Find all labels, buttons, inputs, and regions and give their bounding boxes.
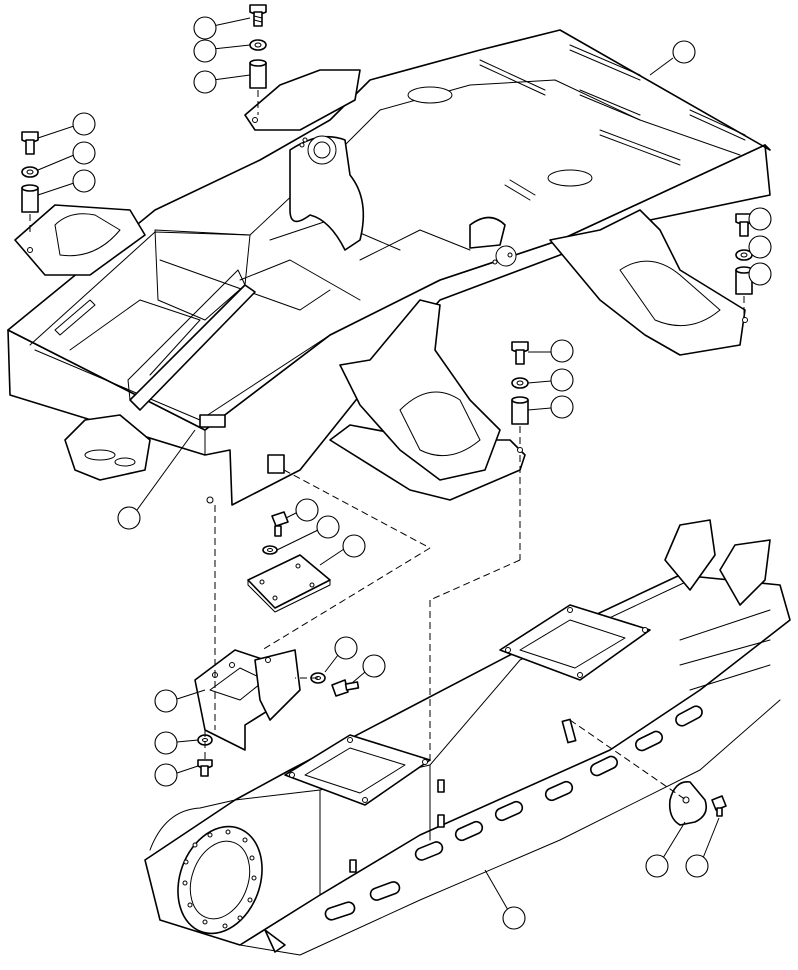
bolt-icon — [249, 4, 267, 27]
spacer-icon — [249, 59, 267, 89]
callout-bubble[interactable] — [645, 854, 669, 878]
track-frame — [144, 519, 791, 956]
bolt-icon — [197, 759, 213, 777]
callout-bubble[interactable] — [72, 169, 96, 193]
callout-bubble[interactable] — [748, 235, 772, 259]
callouts — [37, 16, 772, 930]
callout-bubble[interactable] — [550, 368, 574, 392]
callout-bubble[interactable] — [502, 906, 526, 930]
bolt-icon — [271, 511, 289, 537]
callout-bubble[interactable] — [154, 763, 178, 787]
shim-plate — [247, 554, 331, 613]
callout-bubble[interactable] — [362, 654, 386, 678]
bolt-icon — [21, 131, 39, 155]
callout-bubble[interactable] — [72, 141, 96, 165]
callout-bubble[interactable] — [550, 395, 574, 419]
bolt-icon — [711, 795, 727, 817]
callout-bubble[interactable] — [685, 854, 709, 878]
callout-bubble[interactable] — [154, 731, 178, 755]
bolt-icon — [331, 679, 360, 697]
cover-plate — [668, 781, 708, 826]
bolt-icon — [511, 341, 529, 365]
callout-bubble[interactable] — [672, 40, 696, 64]
washer-icon — [511, 377, 529, 389]
callout-bubble[interactable] — [342, 534, 366, 558]
assembly-lines — [204, 455, 687, 801]
bolt-icon — [735, 213, 753, 237]
callout-bubble[interactable] — [334, 636, 358, 660]
callout-bubble[interactable] — [193, 70, 217, 94]
spacer-icon — [21, 184, 39, 213]
callout-bubble[interactable] — [154, 689, 178, 713]
callout-bubble[interactable] — [295, 498, 319, 522]
callout-bubble[interactable] — [193, 16, 217, 40]
callout-bubble[interactable] — [550, 339, 574, 363]
spacer-icon — [511, 396, 529, 425]
callout-bubble[interactable] — [193, 39, 217, 63]
washer-icon — [262, 545, 278, 555]
callout-bubble[interactable] — [117, 506, 141, 530]
washer-icon — [249, 39, 267, 51]
callout-bubble[interactable] — [72, 112, 96, 136]
washer-icon — [21, 166, 39, 178]
callout-bubble[interactable] — [748, 207, 772, 231]
mounting-bracket — [194, 649, 301, 751]
callout-bubble[interactable] — [316, 515, 340, 539]
callout-bubble[interactable] — [748, 262, 772, 286]
hardware — [21, 4, 753, 817]
upper-frame — [7, 29, 771, 506]
